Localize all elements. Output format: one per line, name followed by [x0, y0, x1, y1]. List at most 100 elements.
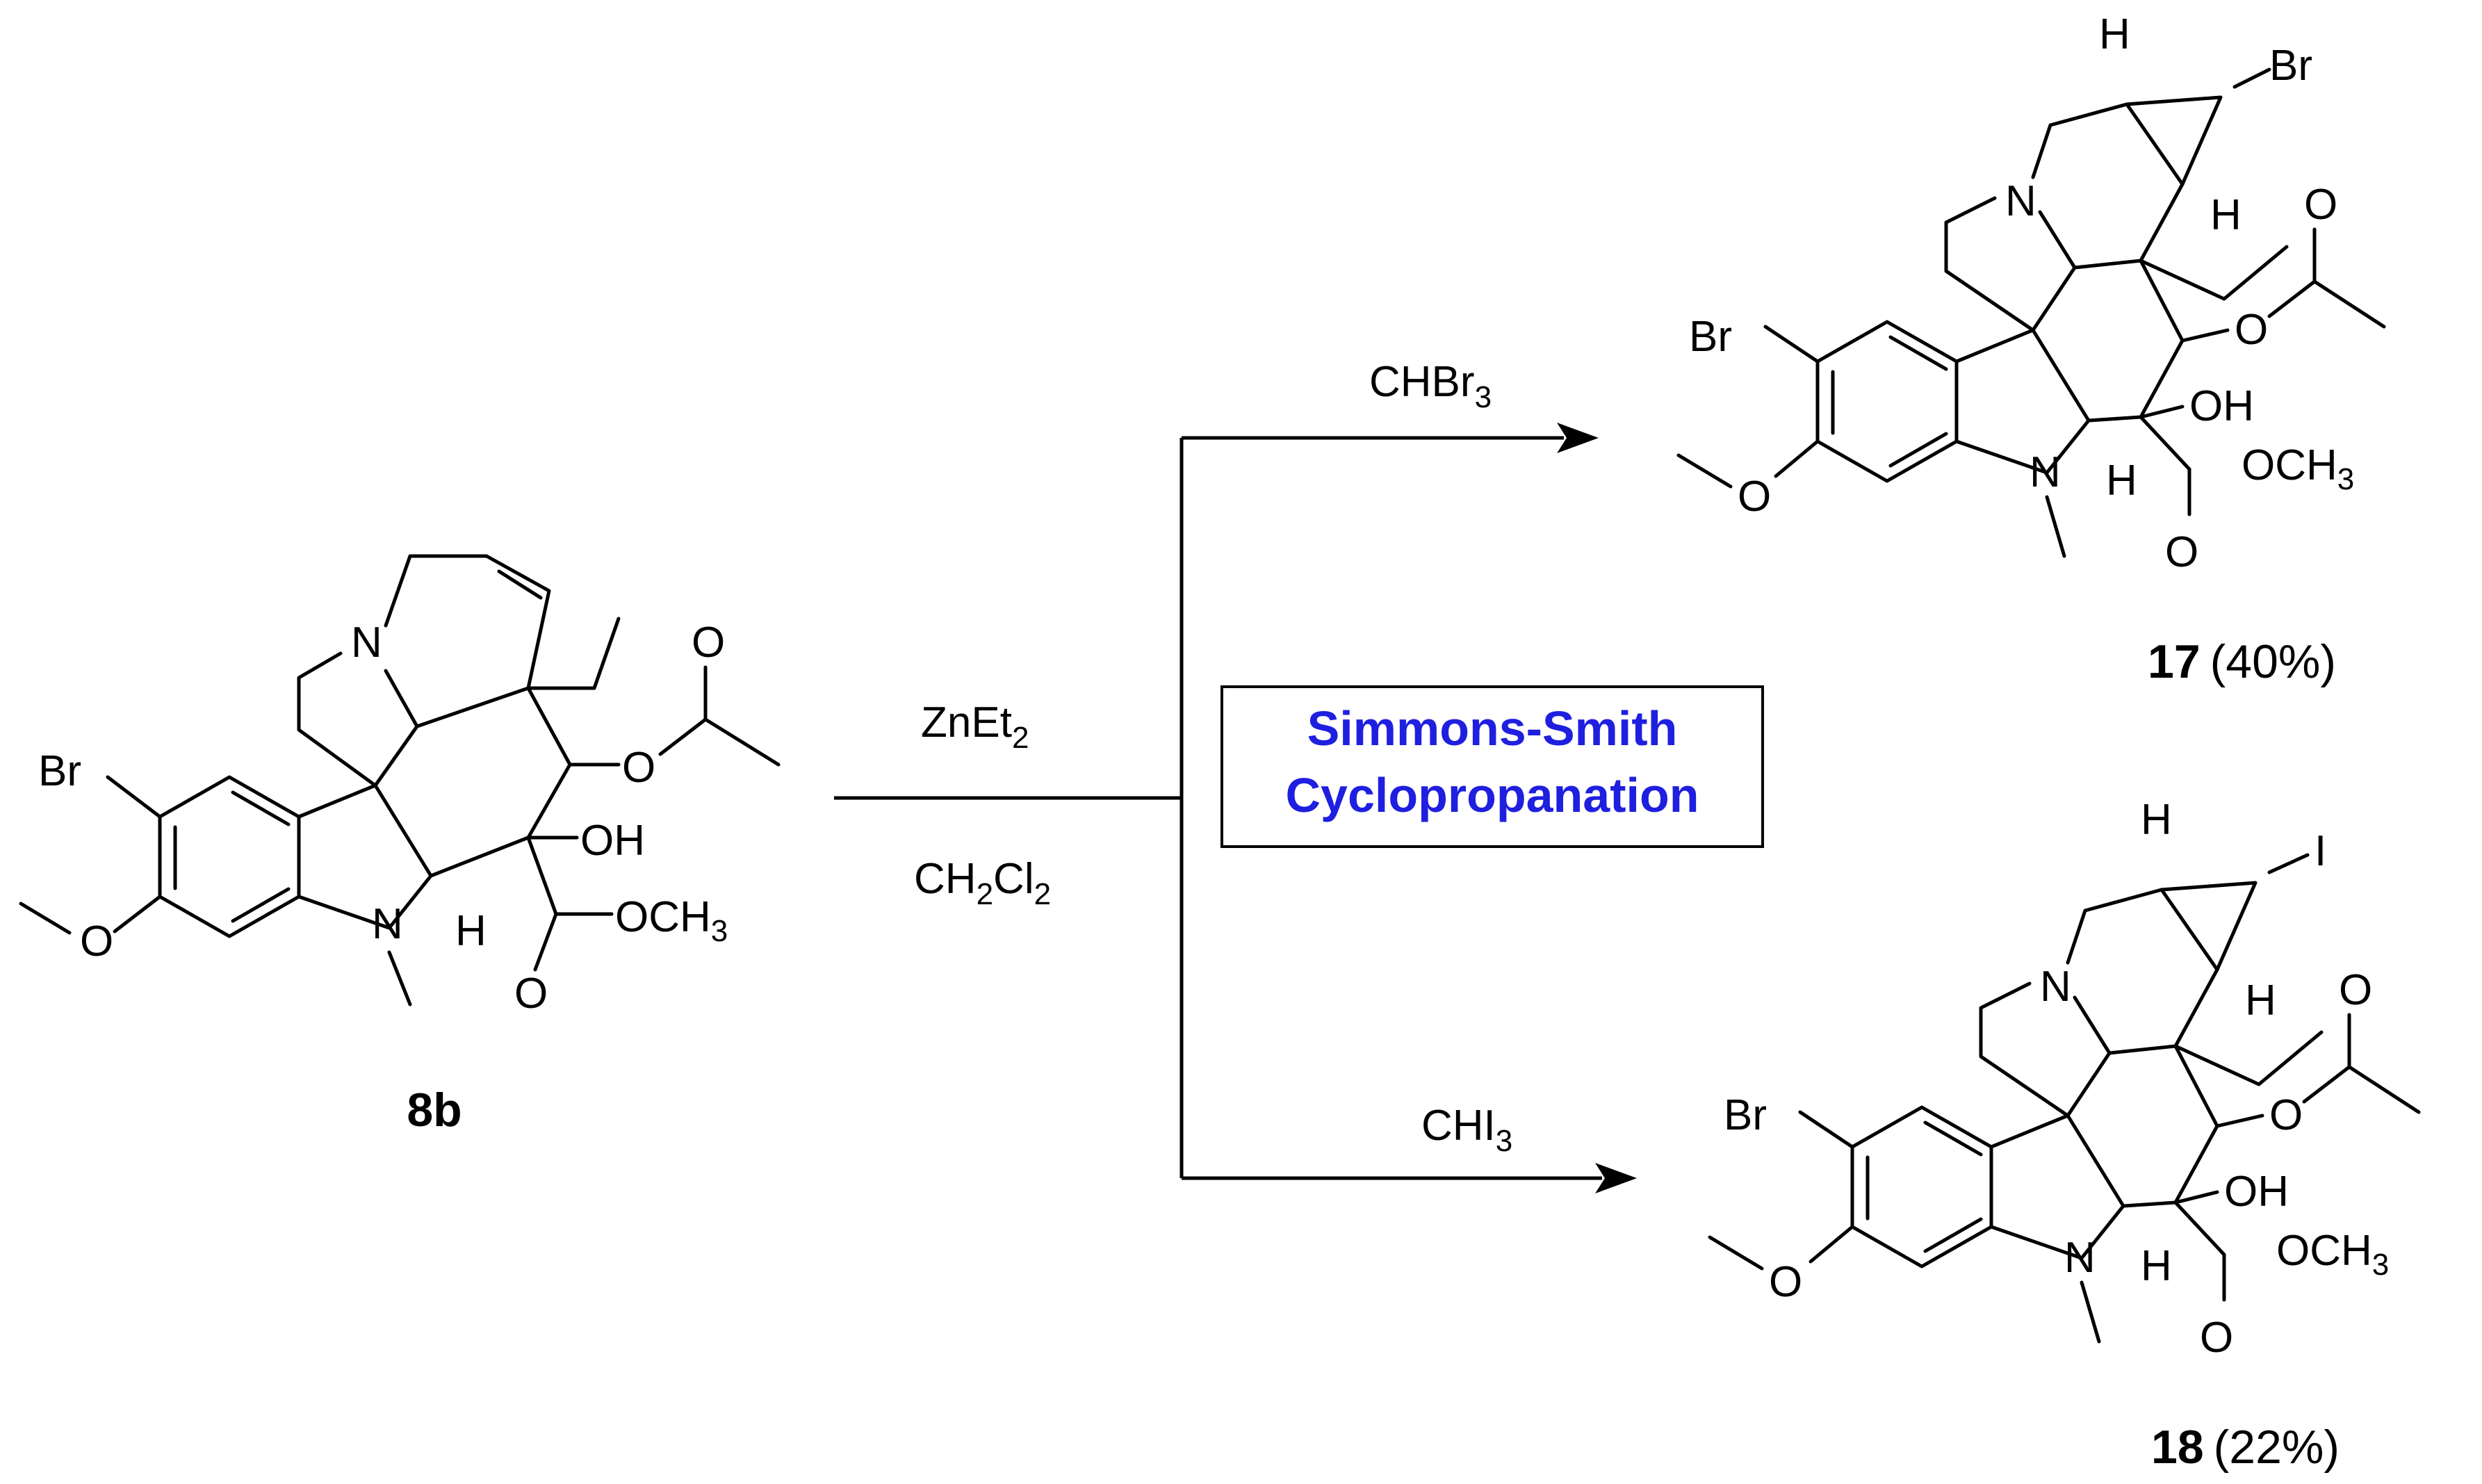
- ester-bond-18: [2173, 1200, 2226, 1257]
- benzene-ring-18: [1850, 1105, 1993, 1269]
- fusion-18: [2066, 995, 2112, 1118]
- molecule-8b: Br O N H N O O OH OCH3 O 8b: [19, 554, 781, 1136]
- br-label-17: Br: [1689, 313, 1732, 361]
- cyclopropane-18: [2159, 881, 2258, 972]
- oac-bond-18: [2215, 1114, 2264, 1128]
- cyclopropane-17: [2125, 95, 2223, 186]
- carbonyl-o-17: O: [2165, 528, 2198, 576]
- ester-bond-17: [2139, 415, 2191, 471]
- acetyl-o-label: O: [692, 619, 725, 667]
- br-cp-bond: [2232, 67, 2271, 89]
- n-indoline-18: N: [2064, 1234, 2096, 1282]
- indoline-17: [1954, 328, 2091, 475]
- oh-bond-17: [2139, 405, 2185, 419]
- reaction-name-line1: Simmons-Smith: [1307, 701, 1678, 756]
- upper-arrowhead-icon: [1557, 423, 1599, 453]
- h-label-17: H: [2106, 457, 2137, 505]
- n-methyl-bond: [387, 950, 412, 1006]
- i-cp-bond: [2267, 853, 2310, 874]
- carbonyl-bond: [533, 912, 558, 972]
- o-bond: [113, 895, 162, 933]
- n-methyl-18: [2080, 1280, 2101, 1344]
- h-cp-17: H: [2210, 191, 2242, 239]
- h-cp-18: H: [2245, 977, 2276, 1025]
- benzene-ring: [158, 775, 301, 938]
- acetyl-18: [2302, 1013, 2421, 1114]
- ethyl-18: [2173, 1030, 2324, 1086]
- reagent-iodoform: CHI3: [1421, 1102, 1512, 1158]
- label-17: 17(40%): [2148, 635, 2336, 688]
- n-indoline-17: N: [2030, 448, 2061, 496]
- methyl-18: [1708, 1235, 1764, 1271]
- o-label: O: [80, 918, 113, 965]
- br-bond: [106, 775, 162, 819]
- oh-bond-18: [2173, 1190, 2219, 1205]
- oac-o-18: O: [2269, 1091, 2303, 1139]
- reaction-name-box: Simmons-Smith Cyclopropanation: [1220, 685, 1764, 848]
- pyrrolidine-17: [1944, 196, 2035, 332]
- label-18: 18(22%): [2151, 1421, 2340, 1474]
- piperidine-17: [2031, 102, 2185, 270]
- ester-bond: [526, 835, 558, 916]
- carbonyl-o-18: O: [2200, 1314, 2233, 1362]
- acetyl-o-17: O: [2304, 181, 2337, 229]
- c-ring-17: [2087, 259, 2185, 423]
- benzene-inner-18: [1865, 1120, 1983, 1253]
- o-label-17: O: [1738, 473, 1771, 521]
- oh-label-18: OH: [2224, 1168, 2289, 1216]
- oac-bond-17: [2180, 328, 2230, 343]
- h-label: H: [455, 907, 487, 955]
- br-bond-17: [1763, 325, 1820, 364]
- h-top-18: H: [2141, 796, 2172, 844]
- oac-o-17: O: [2235, 306, 2268, 354]
- br-label-18: Br: [1724, 1091, 1767, 1139]
- ome-label-17: OCH3: [2242, 441, 2354, 496]
- pyrrolidine-bonds: [297, 651, 377, 788]
- reaction-arrows: [834, 423, 1637, 1193]
- c-ring-18: [2121, 1044, 2219, 1208]
- n-methyl-17: [2045, 495, 2066, 558]
- ome-label: OCH3: [615, 893, 728, 948]
- n-c-bond: [384, 669, 419, 728]
- ring-fusion: [373, 724, 419, 788]
- n-top-17: N: [2005, 177, 2036, 225]
- h-top-17: H: [2099, 10, 2130, 58]
- o-bond-18: [1809, 1225, 1854, 1264]
- ethyl-17: [2139, 245, 2289, 301]
- benzene-inner-17: [1831, 335, 1948, 468]
- o-bond-17: [1774, 439, 1820, 478]
- reagent-zinc: ZnEt2: [921, 699, 1029, 755]
- reagent-solvent: CH2Cl2: [914, 855, 1051, 911]
- c-ring: [429, 686, 572, 878]
- br-cp-label: Br: [2269, 42, 2312, 90]
- acetyl-bonds: [658, 665, 781, 767]
- fusion-17: [2031, 210, 2077, 332]
- benzene-ring-17: [1815, 320, 1959, 483]
- piperidine-18: [2066, 888, 2219, 1055]
- label-8b: 8b: [407, 1084, 462, 1136]
- acetyl-o-18: O: [2339, 966, 2372, 1014]
- molecule-18: Br O N H N H I H O O OH OCH3 O 18(22%): [1708, 796, 2421, 1474]
- br-label: Br: [38, 747, 81, 795]
- indoline-18: [1989, 1114, 2125, 1260]
- oac-o-label: O: [622, 744, 655, 792]
- i-cp-label: I: [2314, 827, 2326, 875]
- br-bond-18: [1798, 1110, 1854, 1149]
- reagent-bromoform: CHBr3: [1369, 358, 1492, 414]
- methyl-17: [1676, 453, 1733, 489]
- methyl-bond: [19, 902, 72, 935]
- ethyl-bond2: [592, 617, 621, 690]
- h-label-18: H: [2141, 1242, 2172, 1290]
- alkene-inner: [497, 569, 543, 600]
- carbonyl-o-label: O: [514, 970, 548, 1018]
- ome-label-18: OCH3: [2276, 1227, 2389, 1282]
- indoline-ring: [297, 783, 433, 930]
- n-indoline-label: N: [372, 900, 403, 948]
- benzene-inner-bonds: [173, 790, 291, 923]
- cyclohexene-ring: [384, 554, 551, 728]
- oh-label-17: OH: [2189, 382, 2254, 430]
- acetyl-17: [2267, 227, 2386, 329]
- oh-label: OH: [580, 817, 645, 865]
- o-label-18: O: [1769, 1258, 1802, 1306]
